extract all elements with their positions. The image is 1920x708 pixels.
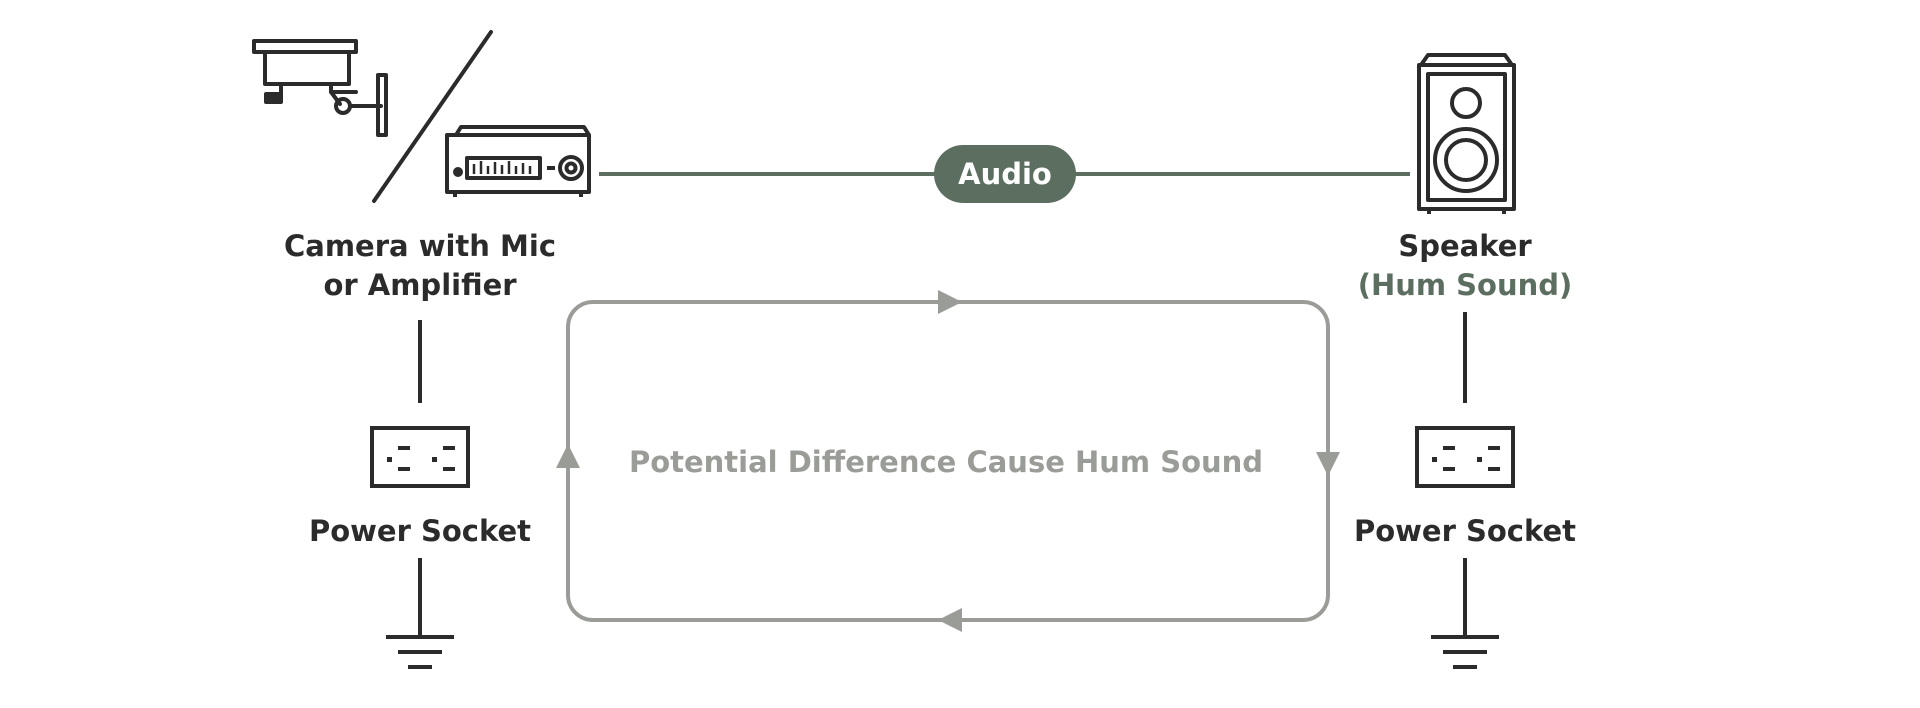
camera-label-line2: or Amplifier: [323, 268, 517, 302]
left-socket-label: Power Socket: [309, 514, 531, 548]
loop-arrow-left: [556, 444, 580, 468]
ground-icon: [386, 558, 454, 669]
speaker-sublabel: (Hum Sound): [1358, 268, 1573, 302]
loop-arrow-bottom: [938, 608, 962, 632]
right-socket-label: Power Socket: [1354, 514, 1576, 548]
right-ground: [1431, 558, 1499, 669]
speaker-label: Speaker: [1398, 229, 1532, 263]
camera-label-line1: Camera with Mic: [284, 229, 556, 263]
loop-arrow-right: [1316, 452, 1340, 476]
audio-badge: Audio: [934, 145, 1076, 203]
separator-slash: [372, 30, 493, 203]
speaker-icon: [1417, 53, 1516, 214]
left-ground: [386, 558, 454, 669]
left-power-socket: [370, 426, 470, 488]
audio-badge-label: Audio: [958, 157, 1052, 191]
right-power-socket: [1415, 426, 1515, 488]
ground-icon: [1431, 558, 1499, 669]
loop-arrow-top: [938, 290, 962, 314]
power-socket-icon: [370, 426, 470, 488]
loop-label: Potential Difference Cause Hum Sound: [629, 445, 1263, 479]
amplifier-icon: [445, 125, 591, 197]
power-socket-icon: [1415, 426, 1515, 488]
security-camera-icon: [252, 39, 388, 137]
